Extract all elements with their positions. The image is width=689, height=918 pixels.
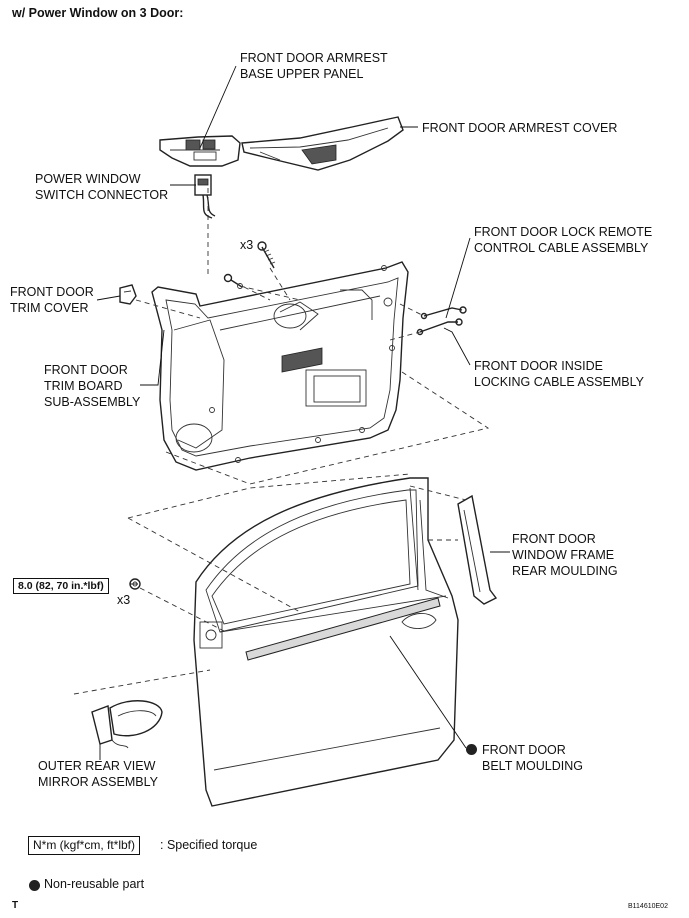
label-inside-locking-cable: FRONT DOOR INSIDE LOCKING CABLE ASSEMBLY bbox=[474, 359, 644, 389]
door-panel bbox=[193, 477, 459, 807]
page-title: w/ Power Window on 3 Door: bbox=[12, 6, 184, 20]
label-lock-remote-cable: FRONT DOOR LOCK REMOTE CONTROL CABLE ASS… bbox=[474, 225, 653, 255]
label-trim-cover: FRONT DOOR TRIM COVER bbox=[10, 285, 94, 315]
label-belt-moulding: FRONT DOOR BELT MOULDING bbox=[482, 743, 583, 773]
non-reusable-icon bbox=[466, 744, 477, 755]
window-frame-rear-moulding bbox=[457, 494, 498, 605]
footer-mark: T bbox=[12, 900, 19, 911]
torque-unit-description: : Specified torque bbox=[160, 838, 258, 852]
non-reusable-legend-icon bbox=[29, 880, 40, 891]
label-outer-mirror: OUTER REAR VIEW MIRROR ASSEMBLY bbox=[38, 759, 158, 789]
power-window-switch-connector bbox=[194, 174, 216, 219]
torque-unit-legend: N*m (kgf*cm, ft*lbf) bbox=[28, 836, 141, 855]
door-cables bbox=[416, 306, 467, 336]
screw-quantity: x3 bbox=[240, 238, 254, 252]
armrest-base-upper-panel bbox=[159, 135, 241, 167]
assembly-dashed-lines bbox=[73, 188, 490, 695]
figure-code: B114610E02 bbox=[628, 903, 668, 910]
label-armrest-base-upper-panel: FRONT DOOR ARMREST BASE UPPER PANEL bbox=[240, 51, 388, 81]
label-armrest-cover: FRONT DOOR ARMREST COVER bbox=[422, 121, 618, 135]
trim-board bbox=[151, 261, 409, 471]
leader-lines bbox=[96, 65, 510, 760]
label-trim-board: FRONT DOOR TRIM BOARD SUB-ASSEMBLY bbox=[44, 363, 141, 409]
label-window-frame-rear-moulding: FRONT DOOR WINDOW FRAME REAR MOULDING bbox=[512, 532, 618, 578]
torque-spec: 8.0 (82, 70 in.*lbf) bbox=[13, 578, 109, 594]
trim-cover-part bbox=[119, 284, 137, 305]
outer-rear-view-mirror bbox=[91, 700, 163, 749]
armrest-cover bbox=[241, 116, 404, 171]
non-reusable-legend-text: Non-reusable part bbox=[44, 877, 145, 891]
label-power-window-switch-connector: POWER WINDOW SWITCH CONNECTOR bbox=[35, 172, 169, 202]
nut-quantity: x3 bbox=[117, 593, 131, 607]
